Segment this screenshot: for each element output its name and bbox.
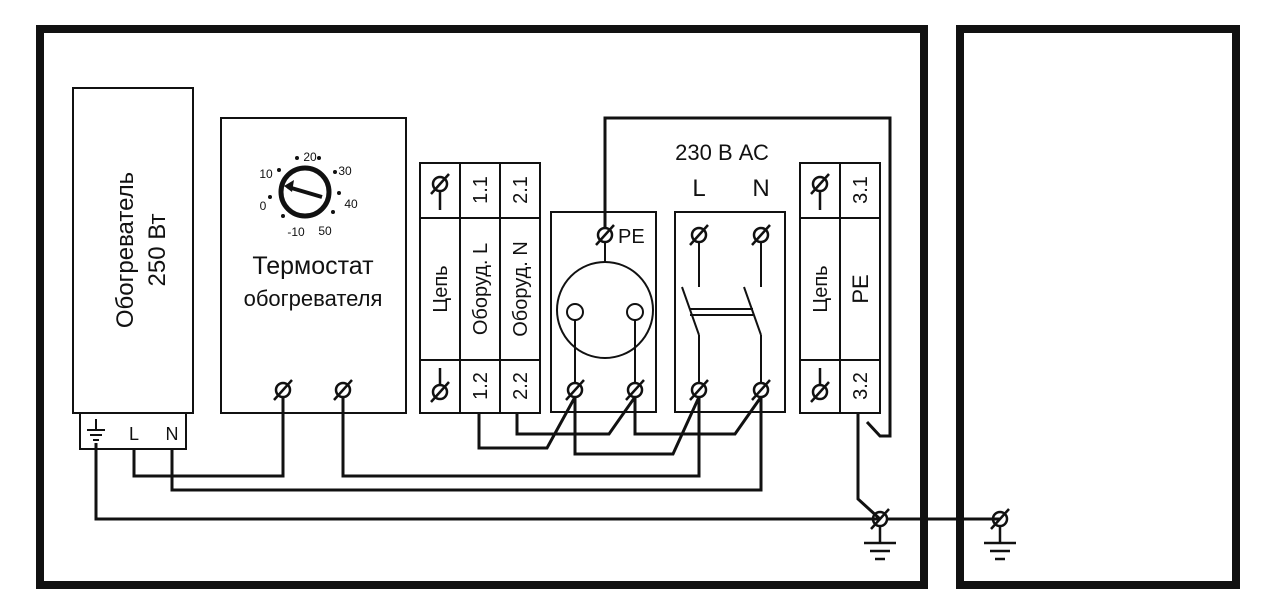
supply-voltage-label: 230 В АС: [675, 140, 769, 165]
block1-term-2-2: 2.2: [510, 372, 532, 400]
thermostat: -10 0 10 20 30 40 50 Термостат обогреват…: [220, 117, 407, 414]
wire-socket-l-to-supply: [573, 396, 701, 456]
socket-outlet-icon: [556, 242, 654, 382]
heater: Обогреватель 250 Вт L N: [72, 87, 194, 450]
side-enclosure: [956, 25, 1240, 589]
wire-block1-l-to-socket: [477, 396, 577, 450]
wire-heater-n-to-supply: [170, 397, 763, 492]
dial-mark-0: 0: [260, 199, 267, 213]
wire-pe-socket-to-block2: [603, 116, 892, 438]
terminal-block-1: Цепь Оборуд. L Оборуд. N 1.1 2.1 1.2 2.2: [419, 162, 541, 414]
supply-n-label: N: [752, 175, 769, 202]
thermostat-label-line2: обогревателя: [244, 286, 383, 311]
terminal-block-2: Цепь PE 3.1 3.2: [799, 162, 881, 414]
main-enclosure: [36, 25, 928, 589]
dial-mark-50: 50: [318, 224, 332, 238]
block2-term-3-2: 3.2: [850, 372, 872, 400]
block2-top-terminal-icon: [809, 172, 831, 210]
wire-heater-earth: [94, 443, 880, 521]
dial-mark-minus10: -10: [287, 225, 305, 239]
thermostat-dial-icon: [268, 156, 341, 219]
block2-circuit-label: Цепь: [810, 265, 832, 312]
wire-socket-n-to-supply: [633, 396, 763, 436]
block2-pe-label: PE: [848, 274, 873, 303]
block1-equip-l-label: Оборуд. L: [470, 243, 492, 335]
thermostat-label-line1: Термостат: [252, 252, 374, 280]
wire-block1-n-to-socket: [515, 396, 637, 436]
heater-label-line2: 250 Вт: [144, 214, 171, 287]
earth-terminal-main-icon: [864, 507, 896, 561]
block1-bottom-terminal-icon: [429, 368, 451, 404]
dial-mark-20: 20: [303, 150, 317, 164]
heater-terminal-l: L: [129, 424, 139, 444]
supply-switch: 230 В АС L N: [674, 140, 786, 413]
dial-mark-40: 40: [344, 197, 358, 211]
heater-terminal-n: N: [166, 424, 179, 444]
block1-equip-n-label: Оборуд. N: [510, 241, 532, 337]
wire-heater-l-to-thermostat: [132, 397, 285, 478]
wire-thermostat-to-supply-l: [341, 397, 701, 478]
block1-top-terminal-icon: [429, 172, 451, 210]
block1-term-1-1: 1.1: [470, 176, 492, 204]
block1-term-2-1: 2.1: [510, 176, 532, 204]
heater-label-line1: Обогреватель: [112, 172, 139, 328]
wire-block2-pe-to-earth: [856, 413, 882, 521]
socket-pe-label: PE: [618, 226, 645, 248]
wiring: [94, 116, 1000, 521]
block1-term-1-2: 1.2: [470, 372, 492, 400]
block2-term-3-1: 3.1: [850, 176, 872, 204]
switch-contacts-icon: [681, 242, 762, 382]
supply-l-label: L: [692, 175, 705, 202]
socket: PE: [550, 211, 657, 413]
dial-mark-10: 10: [259, 167, 273, 181]
block1-circuit-label: Цепь: [430, 265, 452, 312]
dial-mark-30: 30: [338, 164, 352, 178]
earth-icon: [87, 419, 105, 441]
earth-terminal-side-icon: [984, 507, 1016, 561]
block2-bottom-terminal-icon: [809, 368, 831, 404]
